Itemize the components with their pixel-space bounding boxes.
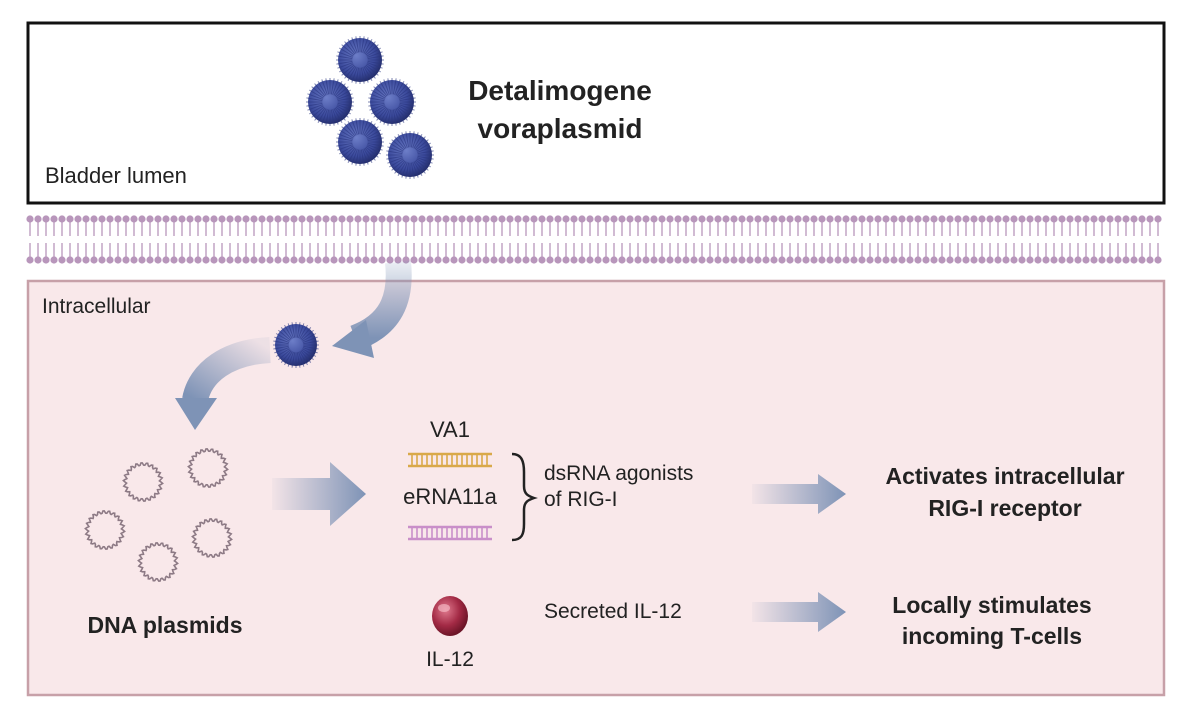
region-label-lumen: Bladder lumen: [45, 163, 187, 188]
drug-name-line2: voraplasmid: [477, 113, 643, 144]
il12-label: IL-12: [426, 648, 474, 671]
intracellular-box: [26, 279, 1166, 697]
plasmid-icon: [137, 542, 179, 582]
nanoparticle-icon: [336, 118, 384, 166]
release-arrow-head: [175, 398, 217, 430]
plasmid-group: [84, 448, 233, 582]
tcell-outcome-arrow: [752, 592, 846, 632]
region-label-intracellular: Intracellular: [42, 295, 151, 318]
agonist-text-line2: of RIG-I: [544, 488, 618, 511]
plasmid-icon: [122, 462, 164, 502]
plasmid-label: DNA plasmids: [87, 612, 243, 638]
agonist-text-line1: dsRNA agonists: [544, 462, 694, 485]
entry-arrow-head: [332, 320, 374, 358]
nanoparticle-icon: [386, 131, 434, 179]
plasmid-icon: [187, 448, 229, 488]
nanoparticle-cluster: [306, 36, 434, 179]
rig-outcome-arrow: [752, 474, 846, 514]
secreted-il12-text: Secreted IL-12: [544, 600, 682, 623]
plasmid-icon: [84, 510, 126, 550]
rig-outcome-line2: RIG-I receptor: [928, 495, 1082, 521]
drug-name-line1: Detalimogene: [468, 75, 652, 106]
erna11a-label: eRNA11a: [403, 484, 497, 509]
il12-protein-icon: [432, 596, 468, 636]
va1-label: VA1: [430, 417, 470, 442]
release-arrow: [182, 337, 272, 404]
nanoparticle-icon: [306, 78, 354, 126]
il12-highlight: [438, 604, 450, 612]
bladder-lumen-box: [26, 21, 1166, 205]
agonist-brace: [511, 452, 538, 542]
erna11a-rna-duplex: [408, 525, 492, 541]
lipid-bilayer: [26, 215, 1162, 264]
nanoparticle-icon: [273, 322, 319, 368]
nanoparticle-icon: [336, 36, 384, 84]
tcell-outcome-line1: Locally stimulates: [892, 592, 1092, 618]
nanoparticle-icon: [368, 78, 416, 126]
va1-rna-duplex: [408, 452, 492, 468]
tcell-outcome-line2: incoming T-cells: [901, 623, 1083, 649]
plasmid-to-rna-arrow: [272, 462, 366, 526]
plasmid-icon: [191, 518, 233, 558]
rig-outcome-line1: Activates intracellular: [885, 463, 1125, 489]
